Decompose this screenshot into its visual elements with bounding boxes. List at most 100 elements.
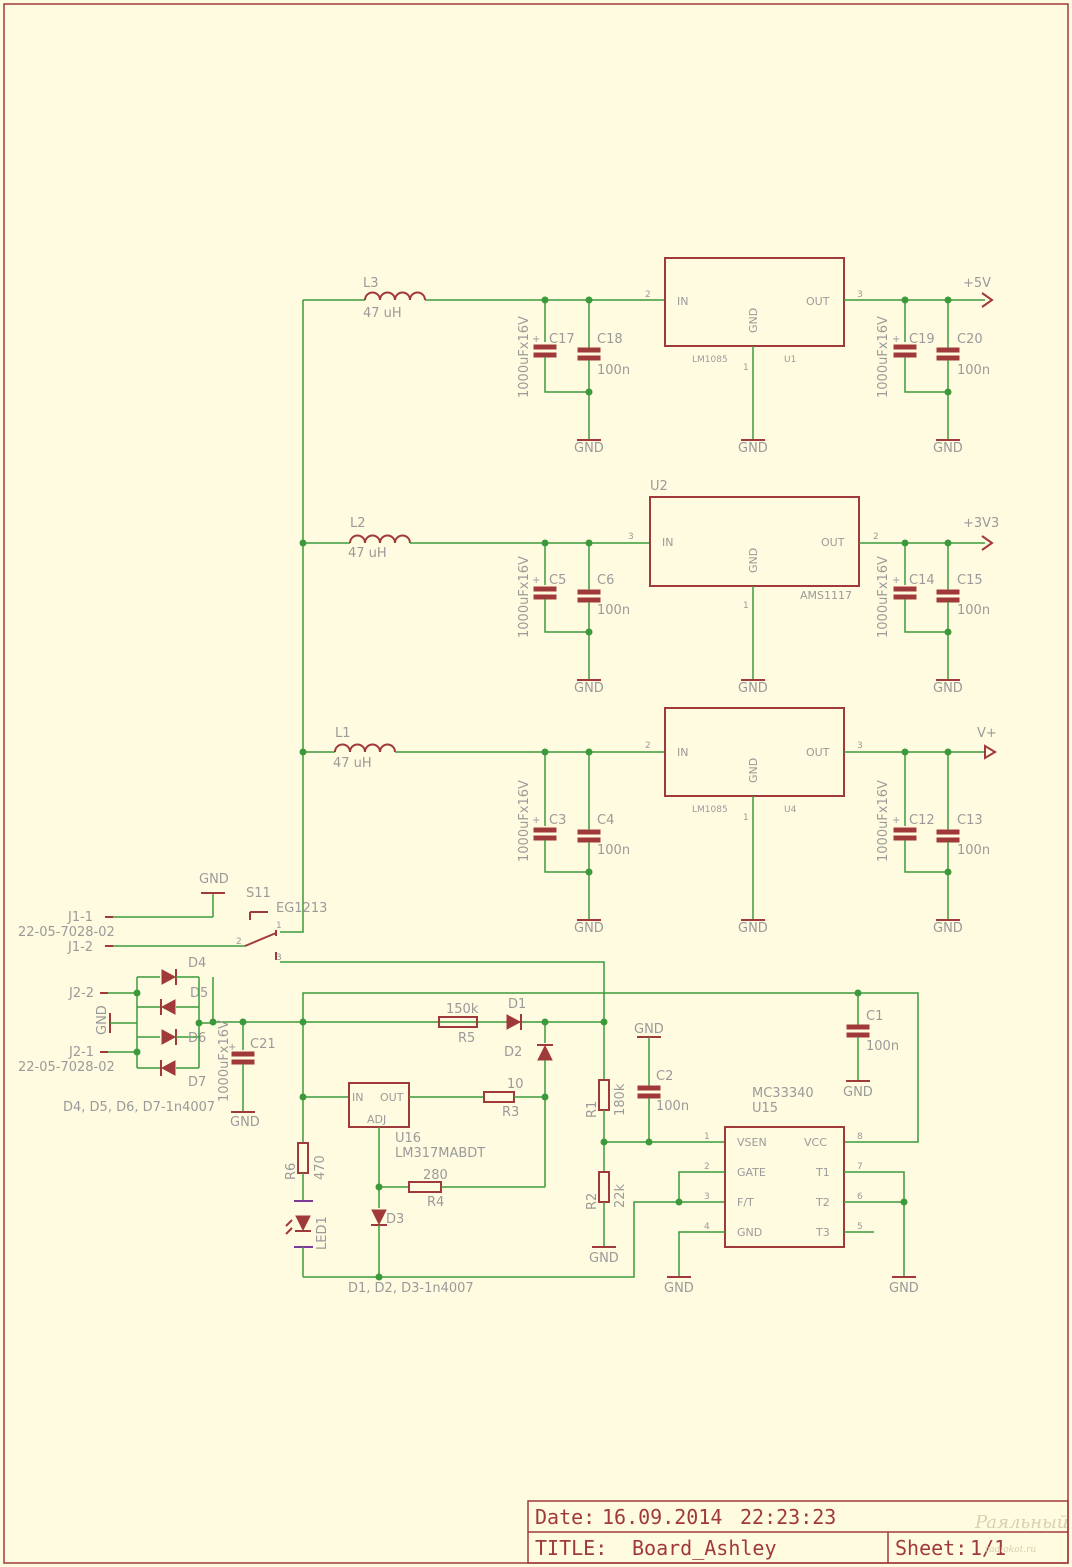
c13-ref: C13 xyxy=(957,813,983,828)
ic-u15 xyxy=(724,1126,845,1248)
u4-ref: U4 xyxy=(784,805,797,815)
row-plus3v3: L2 47 uH + C5 1000uFx16V C6 100n GND U2 … xyxy=(303,479,999,696)
d4-label: D4 xyxy=(188,956,206,971)
diode-d2 xyxy=(537,1044,553,1061)
c3-ref: C3 xyxy=(549,813,566,828)
r4-value: 280 xyxy=(423,1168,448,1183)
u15-pinnum: 6 xyxy=(857,1192,863,1202)
regulator-u2 xyxy=(649,496,860,587)
svg-text:+: + xyxy=(228,1042,236,1053)
u15-pinnum: 3 xyxy=(704,1192,710,1202)
svg-text:+: + xyxy=(892,334,900,345)
connector-j1-and-switch: GND J1-1 22-05-7028-02 J1-2 S11 EG1213 1… xyxy=(18,872,605,1022)
r2-ref: R2 xyxy=(585,1193,600,1210)
u1-gnd-label: GND xyxy=(747,308,760,333)
d2-label: D2 xyxy=(504,1045,522,1060)
u4-pin-gnd: 1 xyxy=(743,813,749,823)
svg-text:+: + xyxy=(532,815,540,826)
led1-label: LED1 xyxy=(315,1216,330,1250)
charger-section: 150k R5 D1 D2 IN OUT ADJ U16 LM317MABDT … xyxy=(284,989,919,1296)
j1-2-label: J1-2 xyxy=(67,940,93,955)
gnd-label: GND xyxy=(589,1251,619,1266)
resistor-r5 xyxy=(438,1016,478,1028)
switch-s11 xyxy=(244,932,277,947)
gnd-label: GND xyxy=(230,1115,260,1130)
c14-ref: C14 xyxy=(909,573,935,588)
input-bus xyxy=(280,300,307,933)
c17-ref: C17 xyxy=(549,332,575,347)
u2-pin-in: 3 xyxy=(628,532,634,542)
u15-value: MC33340 xyxy=(752,1086,814,1101)
r4-ref: R4 xyxy=(427,1195,444,1210)
sheet-label: Sheet: xyxy=(895,1536,967,1560)
u15-pinnum: 1 xyxy=(704,1132,710,1142)
s11-pin3: 3 xyxy=(276,953,282,963)
title-block: Date: 16.09.2014 22:23:23 TITLE: Board_A… xyxy=(527,1500,1072,1564)
title-value: Board_Ashley xyxy=(632,1536,777,1560)
diodes-note: D1, D2, D3-1n4007 xyxy=(348,1281,474,1296)
c6-ref: C6 xyxy=(597,573,614,588)
s11-pin2: 2 xyxy=(236,937,242,947)
svg-text:+: + xyxy=(892,575,900,586)
c19-ref: C19 xyxy=(909,332,935,347)
c21-value: 1000uFx16V xyxy=(217,1020,232,1102)
plus5v-arrow xyxy=(981,292,994,308)
resistor-r2 xyxy=(598,1171,610,1203)
r1-ref: R1 xyxy=(585,1101,600,1118)
r6-value: 470 xyxy=(313,1155,328,1180)
c4-ref: C4 xyxy=(597,813,614,828)
u15-pinnum: 4 xyxy=(704,1222,710,1232)
date-label: Date: xyxy=(535,1505,595,1529)
u16-in-label: IN xyxy=(352,1091,363,1104)
u4-in-label: IN xyxy=(677,746,688,759)
svg-text:+: + xyxy=(532,334,540,345)
u16-adj-label: ADJ xyxy=(367,1113,386,1126)
s11-ref: S11 xyxy=(246,886,271,901)
r6-ref: R6 xyxy=(284,1163,299,1180)
s11-pin1: 1 xyxy=(276,921,282,931)
u15-pin-gate: GATE xyxy=(737,1166,766,1179)
r3-ref: R3 xyxy=(502,1105,519,1120)
gnd-label: GND xyxy=(933,681,963,696)
c3-value: 1000uFx16V xyxy=(517,780,532,862)
u2-pin-out: 2 xyxy=(873,532,879,542)
regulator-u1 xyxy=(664,257,845,347)
c19-value: 1000uFx16V xyxy=(876,316,891,398)
c18-value: 100n xyxy=(597,363,630,378)
plus3v3-label: +3V3 xyxy=(963,516,999,531)
j2-part-label: 22-05-7028-02 xyxy=(18,1060,115,1075)
c12-value: 1000uFx16V xyxy=(876,780,891,862)
c15-value: 100n xyxy=(957,603,990,618)
gnd-label: GND xyxy=(738,681,768,696)
r5-ref: R5 xyxy=(458,1031,475,1046)
time-value: 22:23:23 xyxy=(740,1505,836,1529)
u4-gnd-label: GND xyxy=(747,758,760,783)
diode-d1 xyxy=(506,1014,522,1030)
c15-ref: C15 xyxy=(957,573,983,588)
j2-2-label: J2-2 xyxy=(68,986,94,1001)
c2-value: 100n xyxy=(656,1099,689,1114)
gnd-label: GND xyxy=(738,441,768,456)
c18-ref: C18 xyxy=(597,332,623,347)
gnd-label: GND xyxy=(738,921,768,936)
inductor-l3 xyxy=(364,291,426,301)
row-vplus: L1 47 uH + C3 1000uFx16V C4 100n GND IN … xyxy=(303,707,997,936)
u15-pin-t1: T1 xyxy=(815,1166,830,1179)
svg-text:+: + xyxy=(892,815,900,826)
plus5v-label: +5V xyxy=(963,276,991,291)
r5-value: 150k xyxy=(446,1002,479,1017)
sheet-frame xyxy=(3,3,1069,1564)
l3-value: 47 uH xyxy=(363,306,402,321)
u1-in-label: IN xyxy=(677,295,688,308)
u2-pin-gnd: 1 xyxy=(743,601,749,611)
u15-pinnum: 8 xyxy=(857,1132,863,1142)
sheet-value: 1/1 xyxy=(970,1536,1006,1560)
title-label: TITLE: xyxy=(535,1536,607,1560)
u16-ref: U16 xyxy=(395,1131,421,1146)
d7-label: D7 xyxy=(188,1075,206,1090)
c5-value: 1000uFx16V xyxy=(517,556,532,638)
u16-value: LM317MABDT xyxy=(395,1146,485,1161)
u15-ref: U15 xyxy=(752,1101,778,1116)
gnd-label: GND xyxy=(634,1022,664,1037)
